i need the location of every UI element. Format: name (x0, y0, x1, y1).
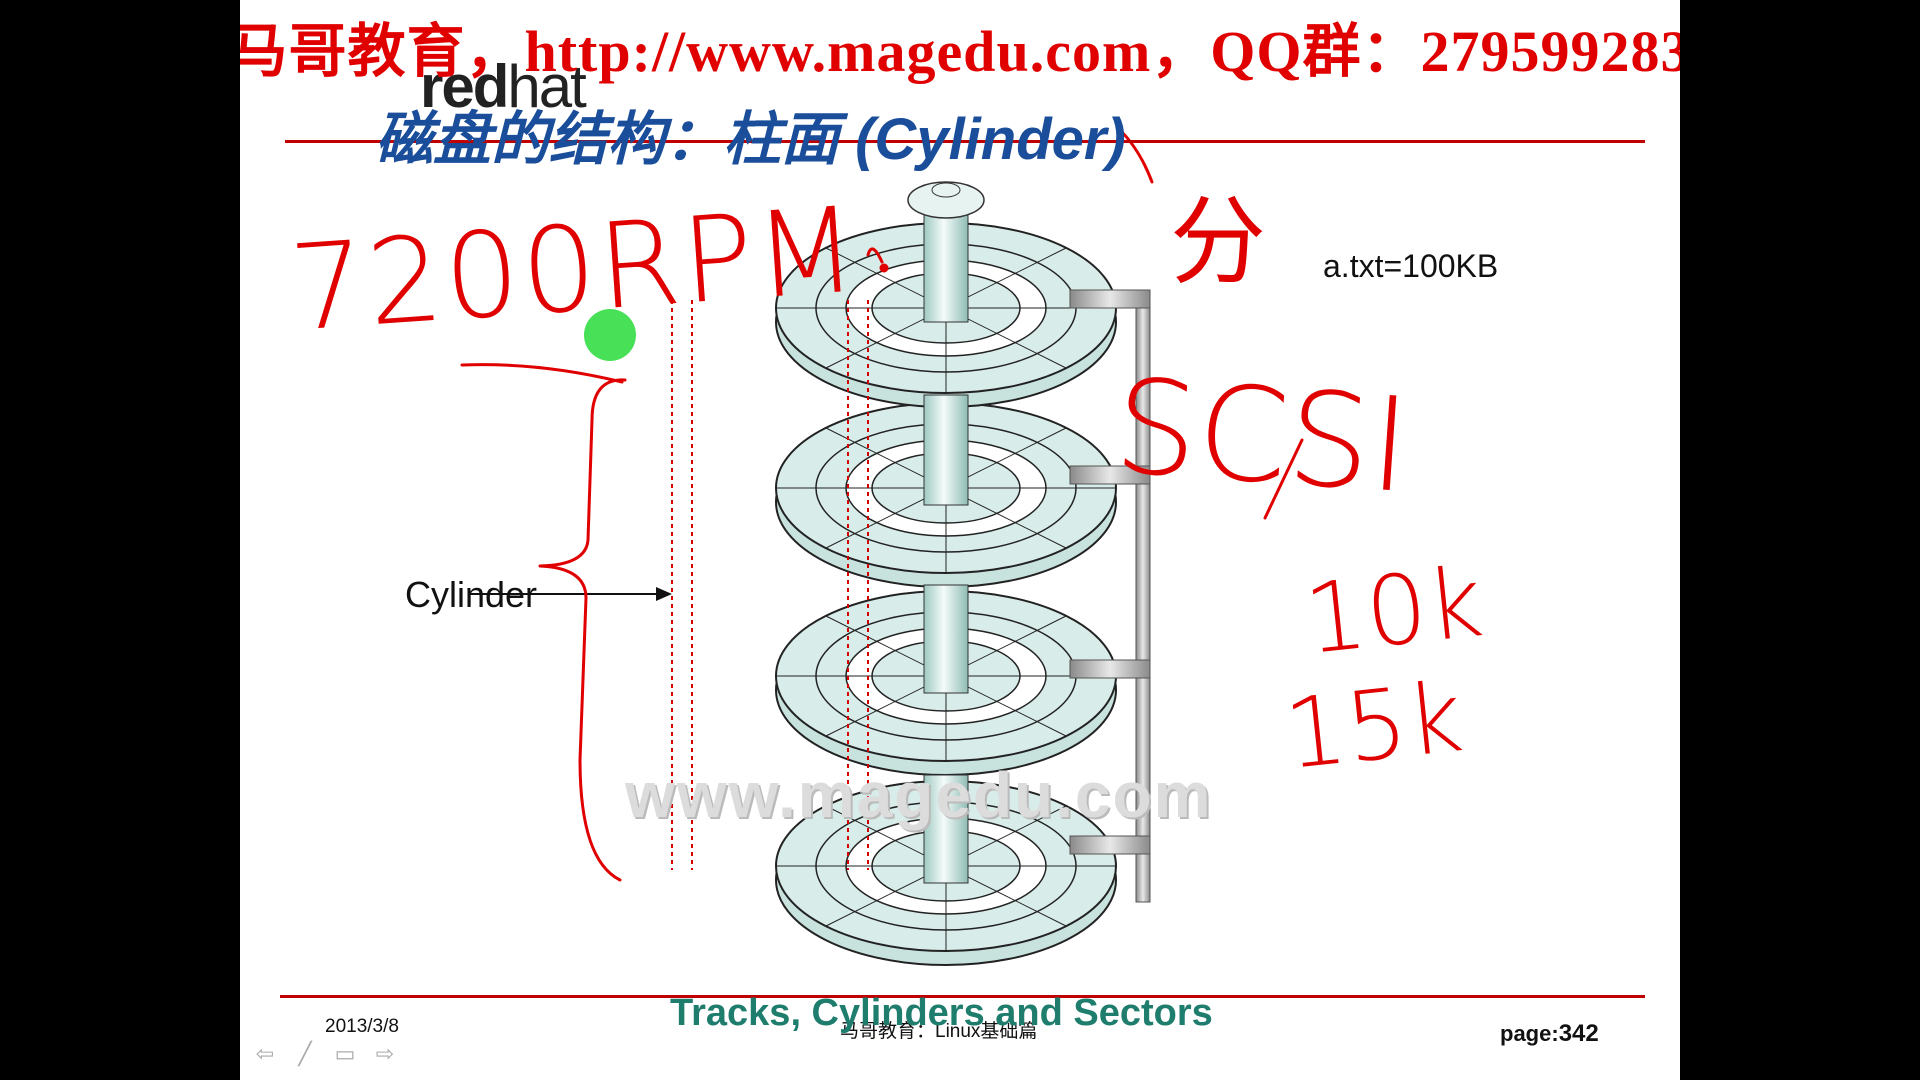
cylinder-label: Cylinder (405, 574, 537, 616)
footer-date: 2013/3/8 (325, 1016, 399, 1038)
page-label: page: (1500, 1021, 1559, 1046)
arrow-left-icon[interactable]: ⇦ (252, 1042, 278, 1066)
page-value: 342 (1559, 1020, 1599, 1047)
spindle-cap (908, 182, 984, 218)
slide-title: 磁盘的结构：柱面 (Cylinder) (375, 92, 1126, 176)
handwritten-scsi: SCSI (1110, 350, 1414, 522)
handwritten-15k: 15k (1280, 661, 1468, 791)
slide-nav: ⇦ ╱ ▭ ⇨ (252, 1042, 398, 1066)
banner-text: 马哥教育，http://www.magedu.com，QQ群：279599283 (240, 4, 1680, 88)
spindle (924, 210, 968, 322)
slide: 马哥教育，http://www.magedu.com，QQ群：279599283… (240, 0, 1680, 1080)
watermark: www.magedu.com (625, 758, 1213, 832)
file-size-label: a.txt=100KB (1323, 248, 1498, 285)
handwritten-minute: 分 (1170, 164, 1266, 303)
footer-title: Tracks, Cylinders and Sectors (670, 992, 1213, 1035)
pen-icon[interactable]: ╱ (292, 1042, 318, 1066)
page-number: page:342 (1500, 1020, 1599, 1048)
menu-icon[interactable]: ▭ (332, 1042, 358, 1066)
arrow-right-icon[interactable]: ⇨ (372, 1042, 398, 1066)
handwritten-10k: 10k (1300, 546, 1488, 676)
actuator-arm (1070, 290, 1150, 308)
